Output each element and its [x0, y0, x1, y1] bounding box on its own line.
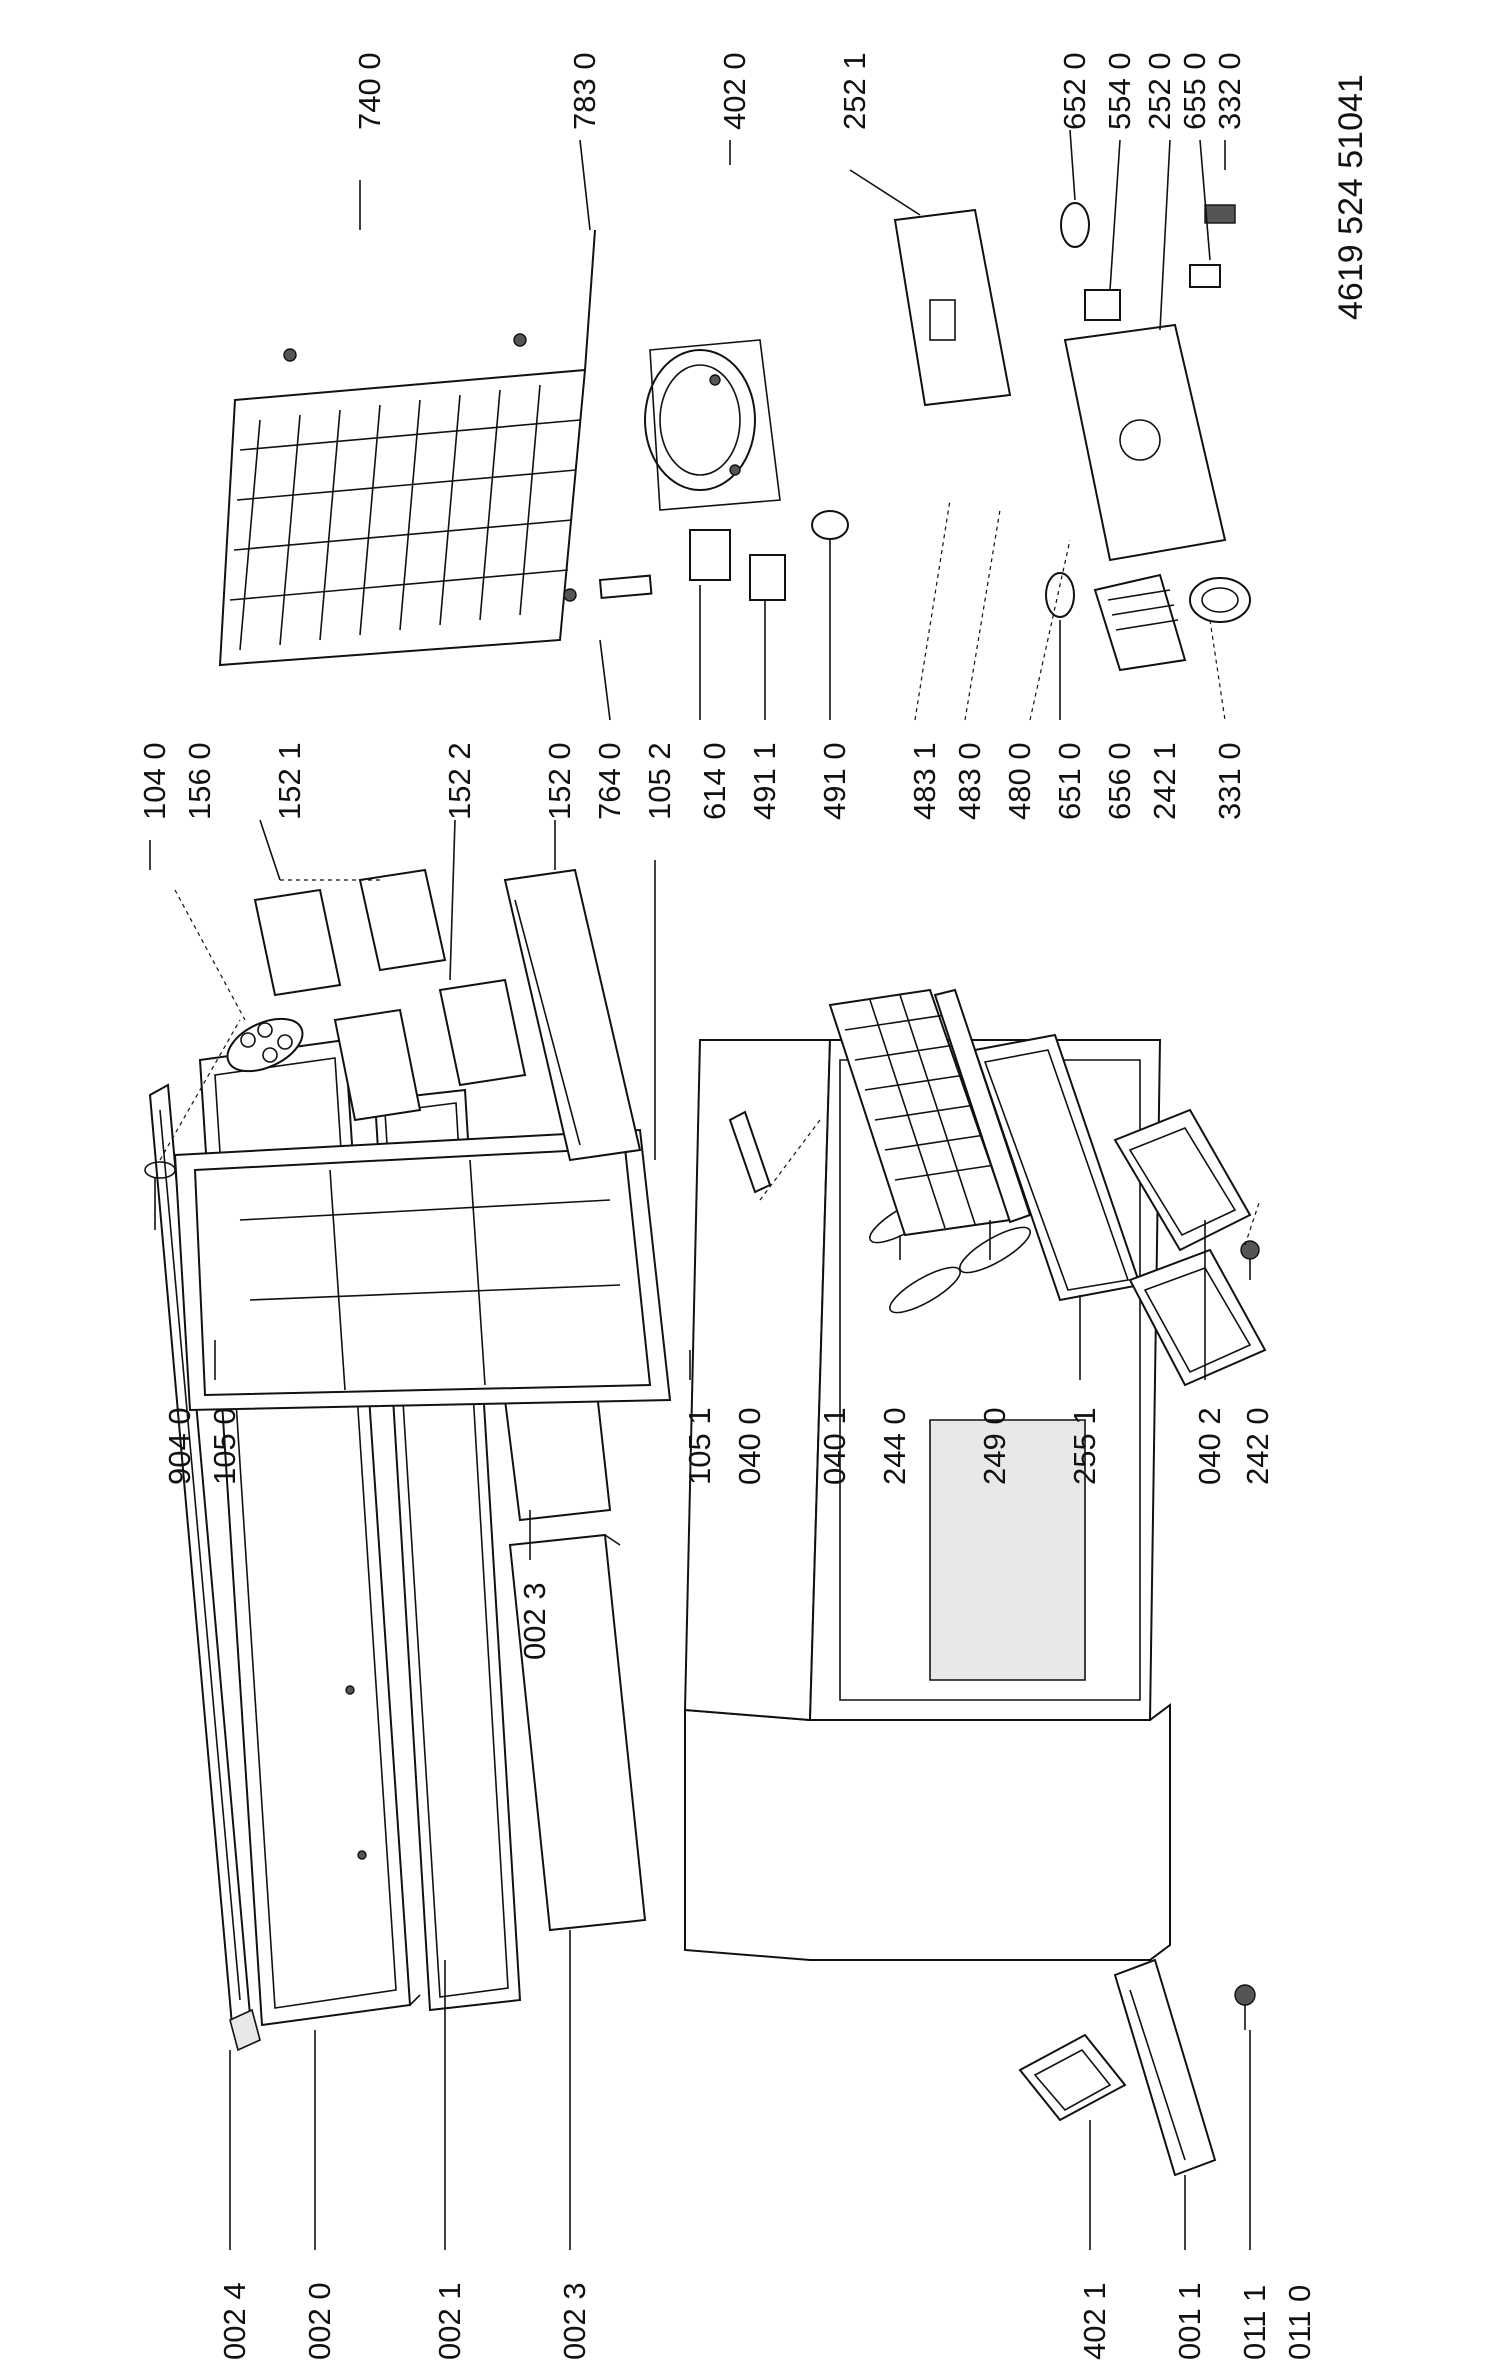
part-label: 152 2	[442, 742, 477, 820]
part-label: 491 1	[747, 742, 782, 820]
part-label: 002 3	[517, 1582, 552, 1660]
part-label: 105 2	[642, 742, 677, 820]
document-number: 4619 524 51041	[1332, 74, 1370, 320]
glass-shelf	[933, 988, 1142, 1302]
part-label: 252 1	[837, 52, 872, 130]
part-label: 402 1	[1077, 2282, 1112, 2360]
part-label: 242 1	[1147, 742, 1182, 820]
part-label: 483 1	[907, 742, 942, 820]
crisper-drawer-icon	[1113, 1108, 1267, 1387]
part-label: 255 1	[1067, 1407, 1102, 1485]
part-label: 011 0	[1282, 2285, 1317, 2360]
bulb-icon	[1045, 202, 1236, 618]
part-label: 002 3	[557, 2282, 592, 2360]
part-label: 402 0	[717, 52, 752, 130]
part-label: 614 0	[697, 742, 732, 820]
door-handle-strip	[148, 1083, 261, 2052]
part-label: 904 0	[162, 1407, 197, 1485]
part-labels: 002 4 002 0 002 1 002 3 402 1 001 1 011 …	[137, 52, 1317, 2360]
door-bin-icon	[253, 868, 642, 1162]
part-label: 152 1	[272, 742, 307, 820]
freezer-frame	[144, 1128, 672, 1412]
egg-tray	[226, 1017, 304, 1073]
evaporator-grid-icon	[218, 333, 587, 667]
part-label: 001 1	[1172, 2282, 1207, 2360]
part-label: 331 0	[1212, 742, 1247, 820]
part-label: 740 0	[352, 52, 387, 130]
part-label: 040 1	[817, 1407, 852, 1485]
part-label: 011 1	[1237, 2285, 1272, 2360]
part-label: 156 0	[182, 742, 217, 820]
part-label: 040 0	[732, 1407, 767, 1485]
part-label: 002 1	[432, 2282, 467, 2360]
door-liner-bottom	[508, 1533, 647, 1932]
part-label: 252 0	[1142, 52, 1177, 130]
part-label: 104 0	[137, 742, 172, 820]
part-label: 040 2	[1192, 1407, 1227, 1485]
part-label: 554 0	[1102, 52, 1137, 130]
relay-starter	[689, 510, 849, 601]
part-label: 783 0	[567, 52, 602, 130]
part-label: 244 0	[877, 1407, 912, 1485]
part-label: 002 0	[302, 2282, 337, 2360]
part-label: 242 0	[1240, 1407, 1275, 1485]
leader-lines	[149, 129, 1261, 2250]
thermostat-box-icon	[1018, 2033, 1127, 2122]
part-label: 105 0	[207, 1407, 242, 1485]
part-label: 483 0	[952, 742, 987, 820]
part-label: 491 0	[817, 742, 852, 820]
part-label: 764 0	[592, 742, 627, 820]
part-label: 656 0	[1102, 742, 1137, 820]
part-label: 105 1	[682, 1407, 717, 1485]
lamp-housing	[1063, 323, 1251, 672]
part-label: 152 0	[542, 742, 577, 820]
part-label: 652 0	[1057, 52, 1092, 130]
part-label: 332 0	[1212, 52, 1247, 130]
foot-screw-icon	[1234, 1240, 1260, 2030]
part-label: 249 0	[977, 1407, 1012, 1485]
thermostat-bracket	[893, 208, 1012, 407]
part-label: 655 0	[1177, 52, 1212, 130]
part-label: 651 0	[1052, 742, 1087, 820]
part-label: 002 4	[217, 2282, 252, 2360]
bottom-plinth	[1113, 1958, 1217, 2177]
drier-tube	[584, 229, 653, 600]
compressor-icon	[644, 339, 781, 511]
part-label: 480 0	[1002, 742, 1037, 820]
